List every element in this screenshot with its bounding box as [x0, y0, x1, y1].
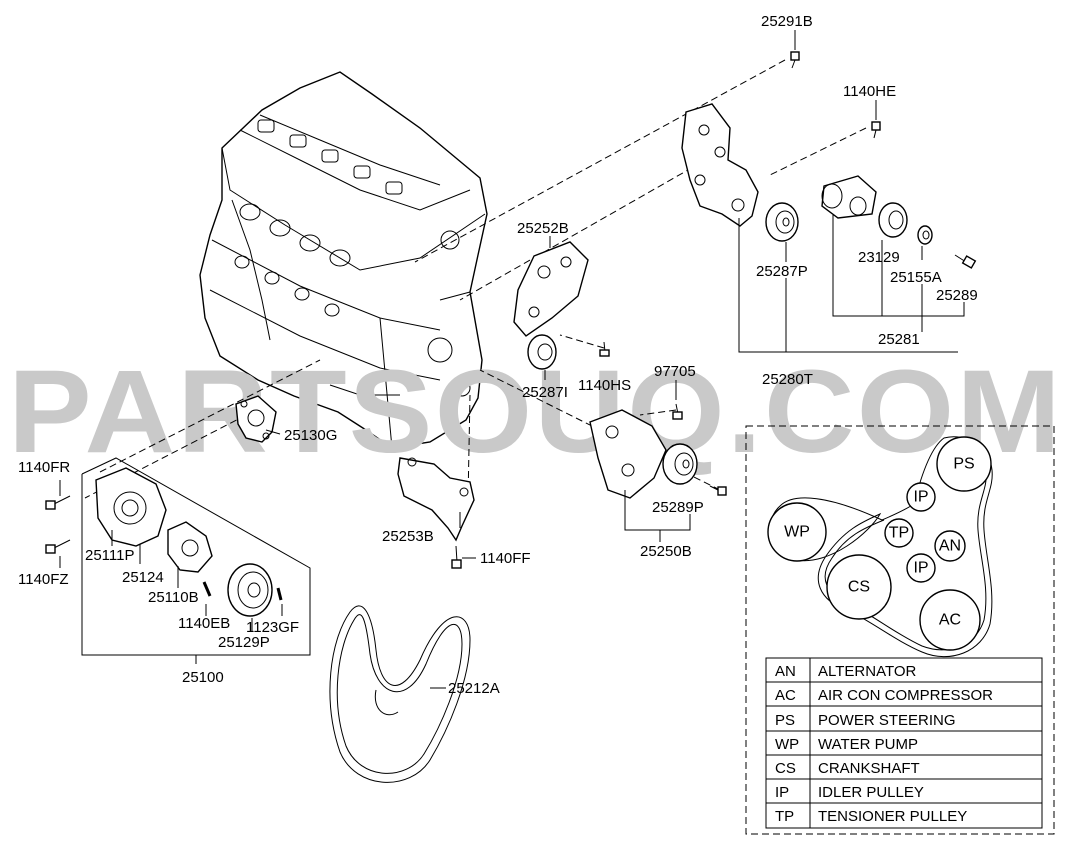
legend-code: IP — [775, 784, 789, 801]
legend-name: TENSIONER PULLEY — [818, 808, 967, 825]
tensioner-25281[interactable] — [821, 175, 877, 219]
pulley-ip-lower[interactable] — [906, 553, 936, 583]
bolt-1140ff[interactable] — [451, 545, 462, 569]
pulley-cs[interactable] — [826, 554, 892, 620]
pulley-ps[interactable] — [936, 436, 992, 492]
tensioner-bracket[interactable] — [681, 103, 759, 227]
callout-25129p[interactable]: 25129P — [218, 634, 270, 651]
legend-name: CRANKSHAFT — [818, 760, 920, 777]
callout-1123gf[interactable]: 1123GF — [246, 619, 299, 636]
callout-97705[interactable]: 97705 — [654, 363, 696, 380]
callout-25212a[interactable]: 25212A — [448, 680, 500, 697]
pulley-ip-upper-label: IP — [913, 489, 928, 506]
pulley-an[interactable] — [934, 530, 966, 562]
pulley-25289p[interactable] — [662, 443, 698, 485]
cover-25155a[interactable] — [917, 225, 933, 245]
pulley-ac-label: AC — [939, 612, 961, 629]
callout-25130g[interactable]: 25130G — [284, 427, 337, 444]
bolt-1140hs[interactable] — [599, 341, 610, 357]
callout-25281[interactable]: 25281 — [878, 331, 920, 348]
callout-25291b[interactable]: 25291B — [761, 13, 813, 30]
bolt-97705[interactable] — [672, 403, 683, 420]
pulley-tp[interactable] — [884, 518, 914, 548]
engine-block[interactable] — [199, 71, 488, 449]
pulley-tp-label: TP — [889, 525, 909, 542]
legend-code: AC — [775, 687, 796, 704]
legend-code: TP — [775, 808, 794, 825]
callout-25111p[interactable]: 25111P — [85, 547, 135, 564]
bolt-1140fr[interactable] — [45, 495, 71, 510]
pulley-ip-upper[interactable] — [906, 482, 936, 512]
pulley-cs-label: CS — [848, 579, 870, 596]
pulley-ip-lower-label: IP — [913, 560, 928, 577]
belt-routing-pulleys: PS IP WP TP AN IP CS AC — [767, 436, 992, 651]
callout-23129[interactable]: 23129 — [858, 249, 900, 266]
callout-25253b[interactable]: 25253B — [382, 528, 434, 545]
bolt-1140fz[interactable] — [45, 539, 71, 554]
legend-name: AIR CON COMPRESSOR — [818, 687, 993, 704]
callout-25124[interactable]: 25124 — [122, 569, 164, 586]
legend-name: WATER PUMP — [818, 736, 918, 753]
bolt-1140he[interactable] — [871, 121, 881, 139]
bracket-25250b[interactable] — [589, 409, 667, 499]
callout-1140fr[interactable]: 1140FR — [18, 459, 70, 476]
callout-1140he[interactable]: 1140HE — [843, 83, 896, 100]
callout-25289p[interactable]: 25289P — [652, 499, 704, 516]
callout-labels: 25291B 1140HE 25252B 25287P 23129 25155A… — [18, 13, 978, 697]
callout-1140eb[interactable]: 1140EB — [178, 615, 230, 632]
pulley-ac[interactable] — [919, 589, 981, 651]
pulley-wp[interactable] — [767, 502, 827, 562]
legend-code: AN — [775, 663, 796, 680]
callout-25252b[interactable]: 25252B — [517, 220, 569, 237]
pulley-ps-label: PS — [953, 456, 974, 473]
legend-table: AN ALTERNATOR AC AIR CON COMPRESSOR PS P… — [765, 657, 1043, 829]
callout-1140ff[interactable]: 1140FF — [480, 550, 531, 567]
pulley-25129p — [227, 563, 273, 617]
callout-25155a[interactable]: 25155A — [890, 269, 942, 286]
callout-25280t[interactable]: 25280T — [762, 371, 813, 388]
legend-code: PS — [775, 712, 795, 729]
bracket-25252b[interactable] — [513, 241, 589, 337]
callout-25110b[interactable]: 25110B — [148, 589, 199, 606]
legend-code: WP — [775, 736, 799, 753]
legend-name: IDLER PULLEY — [818, 784, 924, 801]
callout-25100[interactable]: 25100 — [182, 669, 224, 686]
callout-25250b[interactable]: 25250B — [640, 543, 692, 560]
watermark: PARTSOUQ.COM — [8, 346, 1063, 478]
pulley-wp-label: WP — [784, 524, 810, 541]
callout-25289[interactable]: 25289 — [936, 287, 978, 304]
water-pump-assembly[interactable] — [81, 457, 311, 656]
callout-1140fz[interactable]: 1140FZ — [18, 571, 69, 588]
belt-25212a[interactable] — [329, 605, 471, 783]
legend-name: POWER STEERING — [818, 712, 956, 729]
idler-pulley-25287p[interactable] — [765, 202, 799, 242]
bracket-25253b[interactable] — [397, 457, 475, 542]
callout-25287p[interactable]: 25287P — [756, 263, 808, 280]
callout-1140hs[interactable]: 1140HS — [578, 377, 631, 394]
callout-25287i[interactable]: 25287I — [522, 384, 568, 401]
legend-name: ALTERNATOR — [818, 663, 917, 680]
bolt-25291b[interactable] — [790, 51, 800, 69]
bolt-25289[interactable] — [954, 254, 977, 269]
legend-code: CS — [775, 760, 796, 777]
pulley-an-label: AN — [939, 538, 961, 555]
leader-lines — [59, 30, 965, 689]
bolt-near-25289p[interactable] — [709, 485, 727, 496]
idler-pulley-25287i[interactable] — [527, 334, 557, 370]
pulley-23129[interactable] — [878, 202, 908, 238]
